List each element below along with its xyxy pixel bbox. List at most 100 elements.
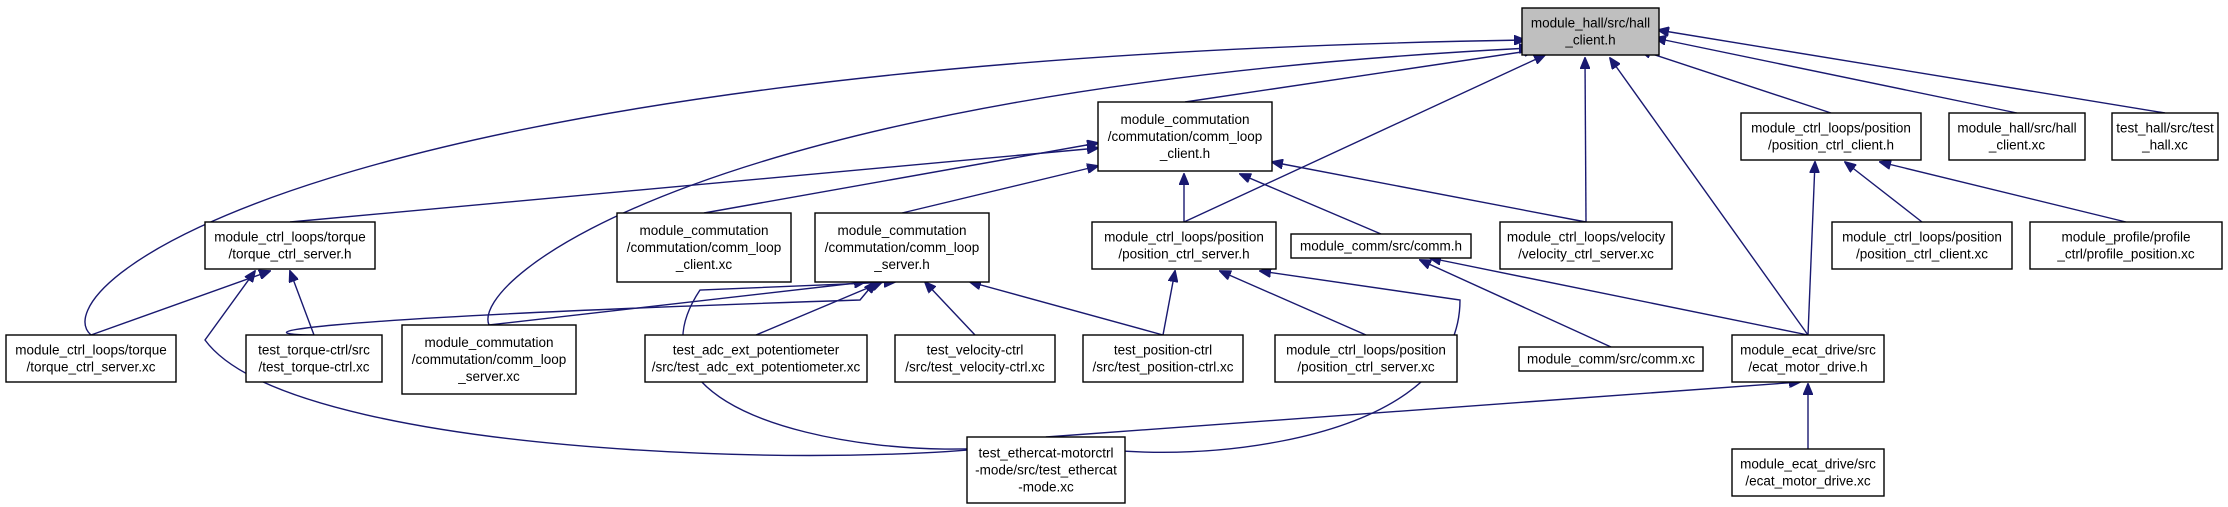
node-box [5,334,177,383]
node-label-line: /src/test_velocity-ctrl.xc [905,360,1045,375]
node-label-line: test_ethercat-motorctrl [978,446,1113,461]
node-label-line: module_commutation [639,223,768,238]
node-box [1740,112,1922,161]
node-box [616,212,792,283]
node-box [2029,221,2223,270]
node-label-line: module_comm/src/comm.h [1300,239,1462,254]
node-label-line: module_commutation [837,223,966,238]
node-label-line: module_ctrl_loops/velocity [1507,230,1666,245]
node-box [2111,112,2219,161]
edge-position_ctrl_client_xc-to-position_ctrl_client_h [1845,162,1923,223]
edge-comm_xc-to-comm_h [1420,260,1612,348]
node-label-line: module_hall/src/hall [1531,16,1650,31]
node-torque-ctrl-server-xc[interactable]: module_ctrl_loops/torque/torque_ctrl_ser… [5,334,177,383]
node-box [1731,448,1885,497]
node-label-line: /position_ctrl_client.xc [1856,247,1988,262]
node-label-line: module_ctrl_loops/torque [214,230,366,245]
node-ecat-motor-drive-h[interactable]: module_ecat_drive/src/ecat_motor_drive.h [1731,334,1885,383]
node-comm-loop-client-h[interactable]: module_commutation/commutation/comm_loop… [1097,101,1273,172]
edge-test_velocity_ctrl_xc-to-comm_loop_server_h [925,282,976,336]
node-comm-h[interactable]: module_comm/src/comm.h [1290,233,1472,259]
node-box [1948,112,2086,161]
node-label-line: module_comm/src/comm.xc [1527,352,1695,367]
node-label-line: module_commutation [1120,112,1249,127]
node-torque-ctrl-server-h[interactable]: module_ctrl_loops/torque/torque_ctrl_ser… [204,221,376,270]
node-label-line: /ecat_motor_drive.xc [1745,474,1871,489]
node-box [1521,7,1660,56]
node-position-ctrl-client-h[interactable]: module_ctrl_loops/position/position_ctrl… [1740,112,1922,161]
node-comm-loop-server-xc[interactable]: module_commutation/commutation/comm_loop… [401,324,577,395]
node-label-line: _client.h [1564,33,1615,48]
node-label-line: module_ctrl_loops/torque [15,343,167,358]
node-label-line: _client.xc [1988,138,2046,153]
node-label-line: module_ctrl_loops/position [1842,230,2002,245]
edge-test_position_ctrl_xc-to-position_ctrl_server_h [1162,271,1175,336]
node-label-line: test_hall/src/test [2116,121,2214,136]
node-comm-loop-client-xc[interactable]: module_commutation/commutation/comm_loop… [616,212,792,283]
node-velocity-ctrl-server-xc[interactable]: module_ctrl_loops/velocity/velocity_ctrl… [1499,221,1673,270]
node-label-line: /ecat_motor_drive.h [1748,360,1867,375]
node-test-torque-ctrl-xc[interactable]: test_torque-ctrl/src/test_torque-ctrl.xc [245,334,383,383]
node-profile-position-xc[interactable]: module_profile/profile_ctrl/profile_posi… [2029,221,2223,270]
node-label-line: _server.h [873,257,930,272]
node-label-line: /position_ctrl_server.h [1118,247,1249,262]
node-label-line: /position_ctrl_server.xc [1297,360,1435,375]
node-box [245,334,383,383]
edge-ecat_motor_drive_h-to-hall_client_h [1610,58,1809,336]
node-position-ctrl-server-h[interactable]: module_ctrl_loops/position/position_ctrl… [1091,221,1277,270]
edge-hall_client_xc-to-hall_client_h [1655,38,2018,114]
node-test-position-ctrl-xc[interactable]: test_position-ctrl/src/test_position-ctr… [1082,334,1244,383]
node-box [1518,346,1704,372]
edge-ecat_motor_drive_h-to-comm_h [1430,258,1809,336]
node-comm-loop-server-h[interactable]: module_commutation/commutation/comm_loop… [814,212,990,283]
node-label-line: module_profile/profile [2061,230,2190,245]
node-box [1082,334,1244,383]
node-label-line: /commutation/comm_loop [627,240,782,255]
node-box [644,334,868,383]
node-label-line: test_velocity-ctrl [927,343,1024,358]
node-label-line: _server.xc [457,369,520,384]
node-label-line: module_ctrl_loops/position [1751,121,1911,136]
node-position-ctrl-server-xc[interactable]: module_ctrl_loops/position/position_ctrl… [1274,334,1458,383]
node-label-line: -mode.xc [1018,480,1074,495]
node-box [1831,221,2013,270]
node-label-line: _client.h [1159,146,1210,161]
edge-comm_loop_client_h-to-hall_client_h [1184,50,1535,103]
edge-test_torque_ctrl_xc-to-comm_loop_server_h [285,282,875,336]
dependency-edges [84,30,2166,457]
node-box [1091,221,1277,270]
node-box [1499,221,1673,270]
node-hall-client-xc[interactable]: module_hall/src/hall_client.xc [1948,112,2086,161]
node-box [894,334,1056,383]
node-test-hall-xc[interactable]: test_hall/src/test_hall.xc [2111,112,2219,161]
node-label-line: /torque_ctrl_server.h [228,247,351,262]
node-box [204,221,376,270]
edge-torque_ctrl_server_h-to-comm_loop_client_h [289,148,1098,223]
node-label-line: /test_torque-ctrl.xc [258,360,369,375]
node-test-adc-ext-potentiometer-xc[interactable]: test_adc_ext_potentiometer/src/test_adc_… [644,334,868,383]
node-position-ctrl-client-xc[interactable]: module_ctrl_loops/position/position_ctrl… [1831,221,2013,270]
edge-test_adc_ext_potentiometer_xc-to-comm_loop_server_h [755,282,882,336]
edge-comm_loop_server_xc-to-comm_loop_server_h [488,282,865,326]
node-test-ethercat-mode-xc[interactable]: test_ethercat-motorctrl-mode/src/test_et… [966,436,1126,504]
node-box [966,436,1126,504]
node-label-line: test_torque-ctrl/src [258,343,370,358]
node-label-line: _client.xc [675,257,733,272]
node-test-velocity-ctrl-xc[interactable]: test_velocity-ctrl/src/test_velocity-ctr… [894,334,1056,383]
node-label-line: test_position-ctrl [1114,343,1212,358]
edge-velocity_ctrl_server_xc-to-hall_client_h [1585,58,1586,223]
edge-test_ethercat_mode_xc-to-ecat_motor_drive_h [1045,382,1800,438]
edge-torque_ctrl_server_xc-to-hall_client_h [84,40,1525,336]
edge-velocity_ctrl_server_xc-to-comm_loop_client_h [1272,162,1587,223]
node-label-line: module_ctrl_loops/position [1286,343,1446,358]
node-label-line: module_ecat_drive/src [1740,457,1876,472]
node-label-line: module_ecat_drive/src [1740,343,1876,358]
edge-position_ctrl_server_h-to-hall_client_h [1183,55,1545,223]
edge-comm_h-to-comm_loop_client_h [1240,174,1382,235]
edge-comm_loop_server_h-to-comm_loop_client_h [901,166,1098,214]
node-comm-xc[interactable]: module_comm/src/comm.xc [1518,346,1704,372]
edge-ecat_motor_drive_h-to-position_ctrl_client_h [1807,162,1815,336]
node-ecat-motor-drive-xc[interactable]: module_ecat_drive/src/ecat_motor_drive.x… [1731,448,1885,497]
node-hall-client-h[interactable]: module_hall/src/hall _client.h [1521,7,1660,56]
